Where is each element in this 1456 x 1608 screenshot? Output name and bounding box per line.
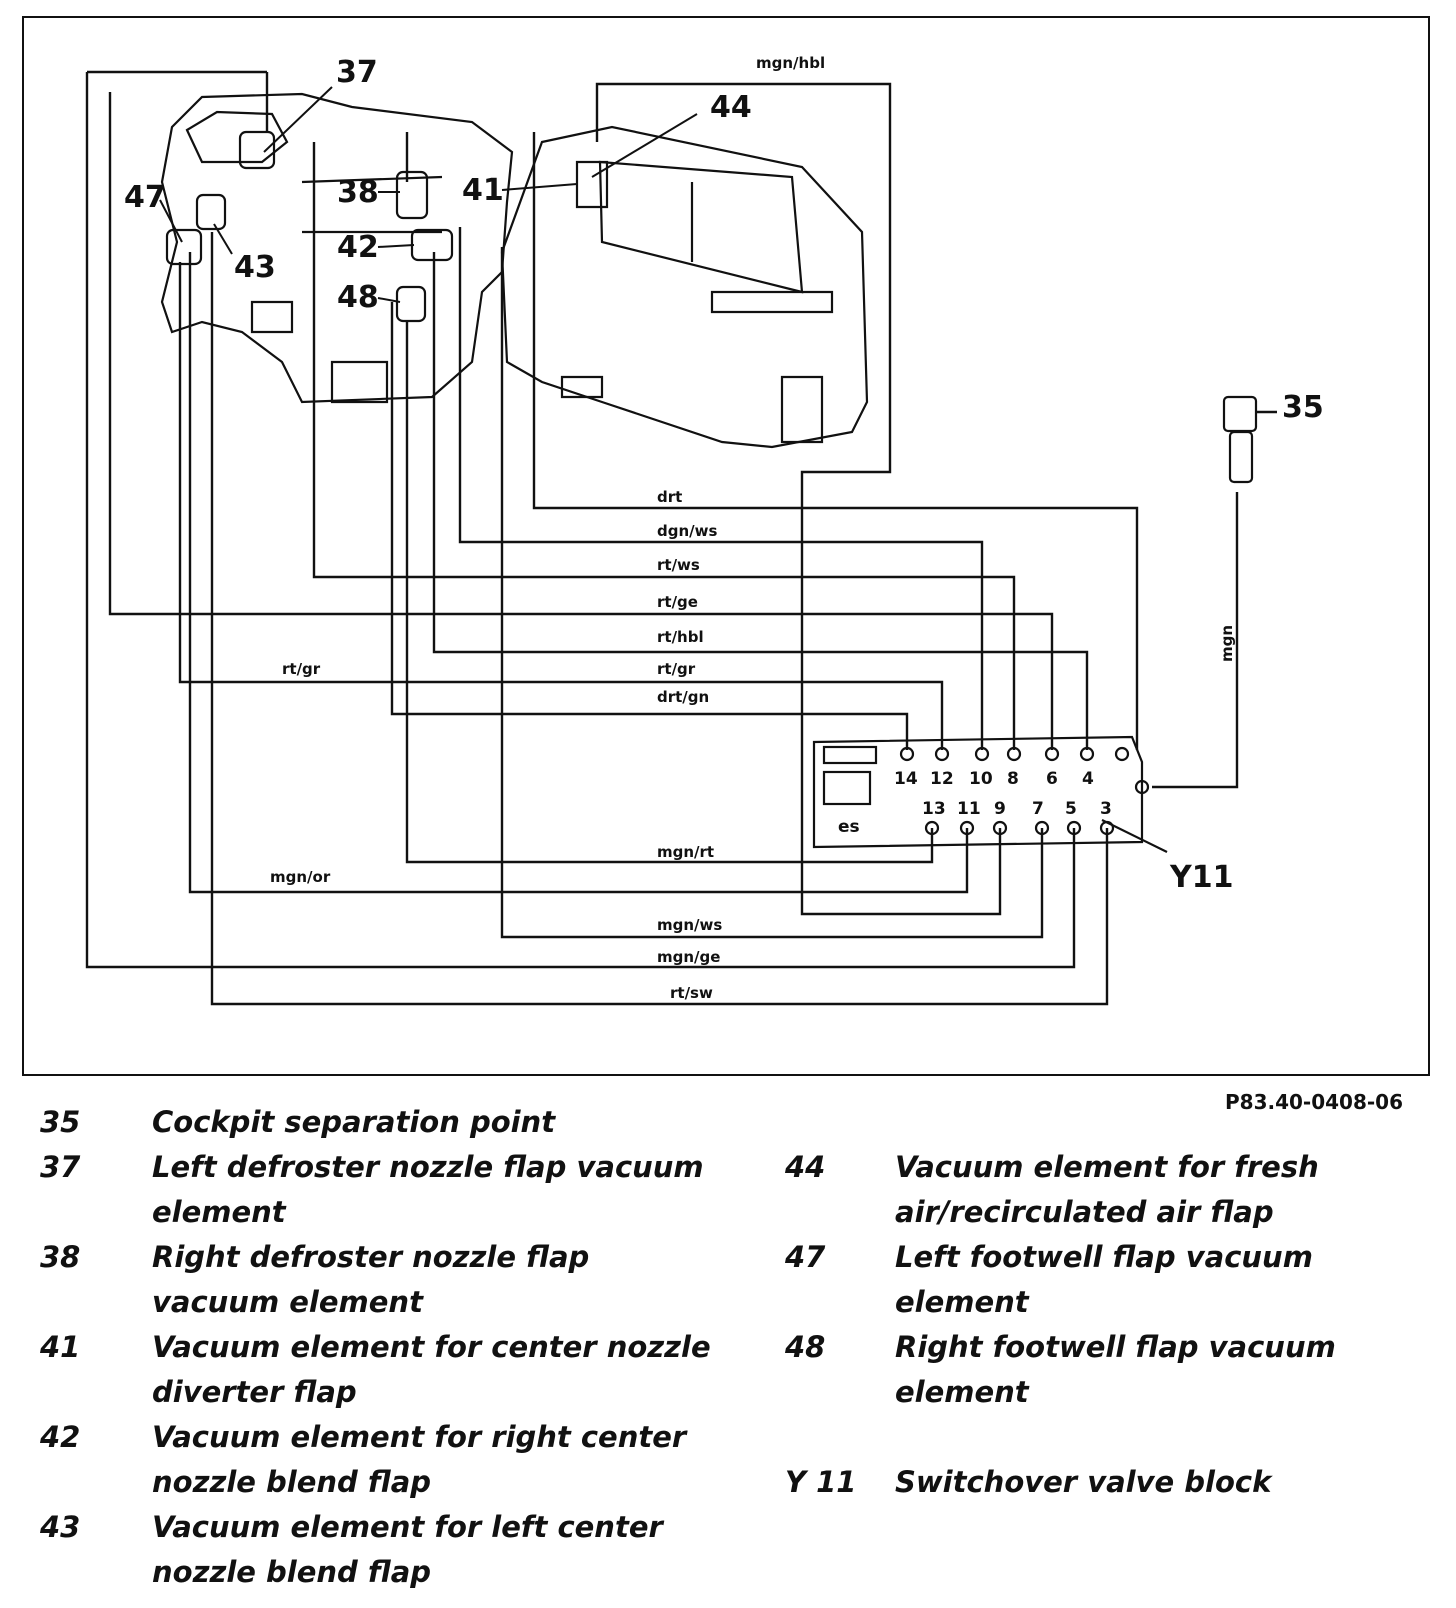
port-label: 4 bbox=[1082, 769, 1094, 789]
legend-description: Left defroster nozzle flap vacuum elemen… bbox=[152, 1150, 704, 1229]
port-label: 9 bbox=[994, 799, 1006, 819]
legend-description: Cockpit separation point bbox=[152, 1105, 556, 1139]
legend-left: 35 Cockpit separation point 37 Left defr… bbox=[40, 1100, 720, 1595]
port-label: 5 bbox=[1065, 799, 1077, 819]
tube-colour-labels: mgn/hbl drt dgn/ws rt/ws rt/ge rt/hbl rt… bbox=[270, 54, 1236, 1002]
port-label: 7 bbox=[1032, 799, 1044, 819]
wire-label: rt/sw bbox=[670, 984, 713, 1002]
legend-item: 43 Vacuum element for left center nozzle… bbox=[40, 1505, 720, 1595]
wire-label: mgn/ge bbox=[657, 948, 720, 966]
legend-item: 47 Left footwell flap vacuum element bbox=[785, 1235, 1445, 1325]
port-label: 13 bbox=[922, 799, 946, 819]
vacuum-diagram: 14 12 10 8 6 4 13 11 9 7 5 3 es 37 44 38… bbox=[22, 16, 1430, 1076]
port-label: 12 bbox=[930, 769, 954, 789]
wire-label: rt/hbl bbox=[657, 628, 704, 646]
callout-41: 41 bbox=[462, 173, 504, 208]
callout-47: 47 bbox=[124, 180, 166, 215]
legend-item: 37 Left defroster nozzle flap vacuum ele… bbox=[40, 1145, 720, 1235]
legend-description: Vacuum element for fresh air/recirculate… bbox=[895, 1150, 1319, 1229]
wire-label: rt/gr bbox=[282, 660, 321, 678]
wire-label: rt/ws bbox=[657, 556, 700, 574]
valve-port-numbers-top: 14 12 10 8 6 4 bbox=[894, 769, 1094, 789]
legend-description: Right footwell flap vacuum element bbox=[895, 1330, 1336, 1409]
valve-nipples bbox=[899, 746, 1150, 836]
wire-label: mgn/or bbox=[270, 868, 331, 886]
es-label: es bbox=[838, 817, 860, 837]
wire-label: mgn/rt bbox=[657, 843, 714, 861]
port-label: 10 bbox=[969, 769, 993, 789]
left-housing bbox=[160, 92, 514, 404]
callout-43: 43 bbox=[234, 250, 276, 285]
port-label: 3 bbox=[1100, 799, 1112, 819]
vacuum-elements bbox=[165, 130, 454, 323]
wire-label: mgn bbox=[1218, 625, 1236, 662]
callout-42: 42 bbox=[337, 230, 379, 265]
legend-right: 44 Vacuum element for fresh air/recircul… bbox=[785, 1145, 1445, 1505]
legend-description: Left footwell flap vacuum element bbox=[895, 1240, 1313, 1319]
callout-44: 44 bbox=[710, 90, 752, 125]
callout-Y11: Y11 bbox=[1169, 860, 1233, 895]
legend-number: 48 bbox=[785, 1330, 826, 1364]
port-label: 6 bbox=[1046, 769, 1058, 789]
wire-label: drt/gn bbox=[657, 688, 709, 706]
legend-item: 42 Vacuum element for right center nozzl… bbox=[40, 1415, 720, 1505]
wire-label: rt/gr bbox=[657, 660, 696, 678]
port-label: 8 bbox=[1007, 769, 1019, 789]
callout-37: 37 bbox=[336, 55, 378, 90]
legend-description bbox=[895, 1415, 1445, 1460]
callout-38: 38 bbox=[337, 175, 379, 210]
callout-48: 48 bbox=[337, 280, 379, 315]
legend-number: Y 11 bbox=[785, 1465, 857, 1499]
legend-item: 44 Vacuum element for fresh air/recircul… bbox=[785, 1145, 1445, 1235]
legend-description: Vacuum element for right center nozzle b… bbox=[152, 1420, 687, 1499]
legend-number: 41 bbox=[40, 1330, 81, 1364]
wire-label: mgn/ws bbox=[657, 916, 722, 934]
port-label: 11 bbox=[957, 799, 981, 819]
legend-number bbox=[785, 1415, 895, 1460]
right-housing bbox=[500, 125, 869, 449]
legend-description: Right defroster nozzle flap vacuum eleme… bbox=[152, 1240, 590, 1319]
wire-label: drt bbox=[657, 488, 682, 506]
legend-item: 35 Cockpit separation point bbox=[40, 1100, 720, 1145]
callout-35: 35 bbox=[1282, 390, 1324, 425]
legend-description: Vacuum element for left center nozzle bl… bbox=[152, 1510, 663, 1589]
port-label: 14 bbox=[894, 769, 918, 789]
wire-label: rt/ge bbox=[657, 593, 698, 611]
switchover-valve-block bbox=[812, 735, 1168, 853]
legend-description: Vacuum element for center nozzle diverte… bbox=[152, 1330, 711, 1409]
vacuum-tubes bbox=[85, 70, 1239, 1006]
legend-number: 37 bbox=[40, 1150, 81, 1184]
legend-item: 41 Vacuum element for center nozzle dive… bbox=[40, 1325, 720, 1415]
legend-number: 44 bbox=[785, 1150, 826, 1184]
legend-description: Switchover valve block bbox=[895, 1465, 1272, 1499]
legend-item bbox=[785, 1415, 1445, 1460]
valve-port-numbers-bottom: 13 11 9 7 5 3 bbox=[922, 799, 1112, 819]
wire-label: mgn/hbl bbox=[756, 54, 825, 72]
legend-number: 47 bbox=[785, 1240, 826, 1274]
legend-number: 38 bbox=[40, 1240, 81, 1274]
legend-item: 38 Right defroster nozzle flap vacuum el… bbox=[40, 1235, 720, 1325]
wire-label: dgn/ws bbox=[657, 522, 717, 540]
legend-number: 43 bbox=[40, 1510, 81, 1544]
legend-item: 48 Right footwell flap vacuum element bbox=[785, 1325, 1445, 1415]
legend-number: 42 bbox=[40, 1420, 81, 1454]
legend-item: Y 11 Switchover valve block bbox=[785, 1460, 1445, 1505]
callouts: 37 44 38 41 42 47 43 48 35 Y11 bbox=[124, 55, 1324, 895]
figure-code: P83.40-0408-06 bbox=[1225, 1090, 1404, 1114]
cockpit-separation-connector bbox=[1222, 395, 1277, 484]
legend-number: 35 bbox=[40, 1105, 81, 1139]
